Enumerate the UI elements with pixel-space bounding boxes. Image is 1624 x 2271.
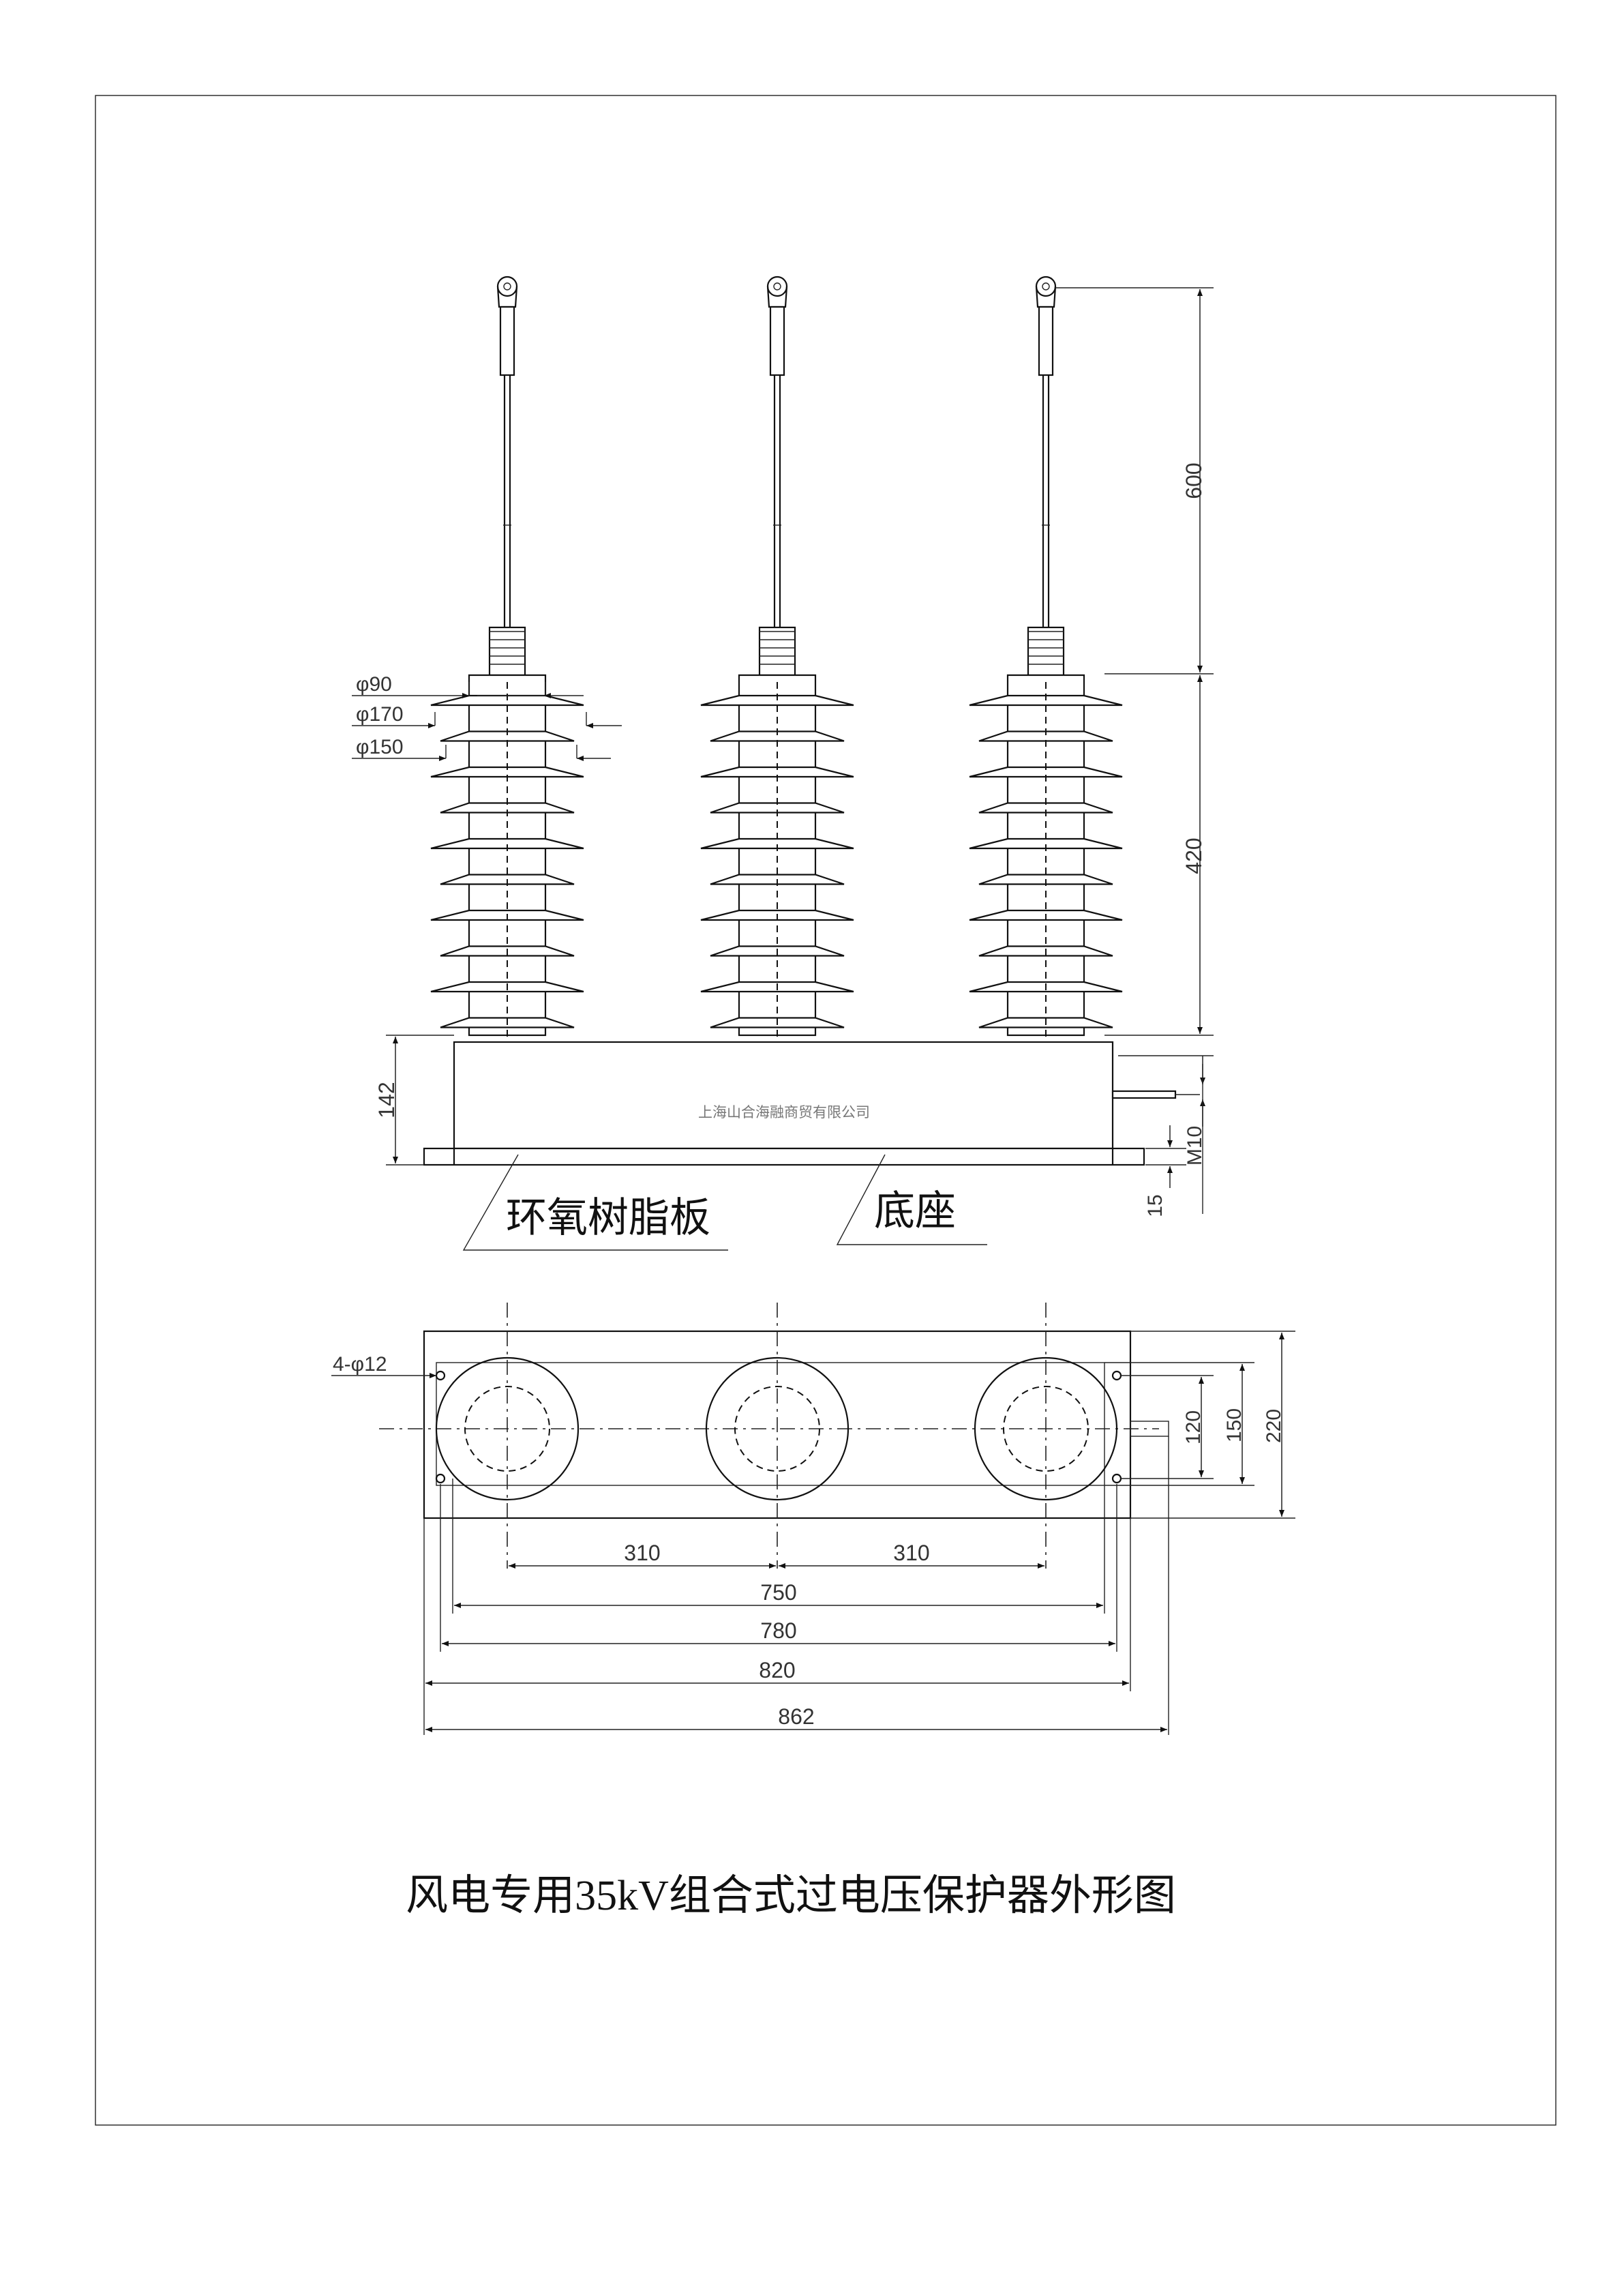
base-plate [423,1147,1145,1166]
insulator-shed [710,802,845,814]
arrester-2 [700,276,854,1037]
dim-h142: 142 [374,1082,399,1118]
base-height-dim: 142 [374,1035,454,1166]
dim-h15: 15 [1144,1194,1167,1217]
base-box [453,1041,1114,1150]
dim-d90: φ90 [356,673,392,696]
core-outline [1003,1386,1089,1472]
insulator-shed [440,802,575,814]
dim-d150: φ150 [356,736,404,758]
terminal-eye-hole [773,282,781,291]
insulator-shed [969,766,1123,778]
terminal-sleeve [499,306,515,376]
dim-holes: 4-φ12 [333,1353,387,1376]
base-leader [836,1154,987,1245]
terminal-sleeve [1038,306,1054,376]
terminal-eye-hole [1042,282,1050,291]
dim-m10: M10 [1184,1126,1206,1166]
front-view: 上海山合海融商贸有限公司 环氧树脂板 底座 φ90 φ170 φ150 [352,276,1214,1251]
dim-310-left: 310 [624,1541,660,1565]
core-outline [734,1386,820,1472]
epoxy-board-label: 环氧树脂板 [506,1195,710,1241]
plan-view: 4-φ12 120 150 220 310 310 750 [331,1303,1295,1735]
sheet-border [95,95,1557,2126]
mount-hole-tr [1111,1370,1122,1381]
dim-310-right: 310 [893,1541,929,1565]
dim-780: 780 [760,1618,796,1643]
arrester-1 [430,276,584,1037]
mount-hole-tl [435,1370,446,1381]
terminal-eye [1035,276,1057,297]
insulator-shed [700,837,854,850]
dim-d120: 120 [1182,1410,1205,1444]
plan-arrester-3 [974,1356,1118,1501]
plan-arrester-1 [435,1356,580,1501]
core-outline [464,1386,550,1472]
bushing-coil [758,626,796,677]
height-dims: 600 420 M10 15 [1055,287,1214,1217]
arrester-3 [969,276,1123,1037]
plan-arrester-2 [705,1356,849,1501]
insulator-shed [710,730,845,742]
terminal-sleeve [769,306,785,376]
dim-h600: 600 [1182,462,1206,499]
bushing-coil [488,626,526,677]
insulator-shed [440,730,575,742]
terminal-eye-hole [503,282,511,291]
dim-d150-plan: 150 [1223,1408,1246,1442]
insulator-shed [978,730,1113,742]
shed-outline [705,1356,849,1501]
watermark-text: 上海山合海融商贸有限公司 [698,1105,870,1120]
terminal-eye [766,276,788,297]
dim-750: 750 [760,1580,796,1605]
bushing-coil [1027,626,1065,677]
shed-outline [435,1356,580,1501]
dim-h420: 420 [1182,837,1206,874]
terminal-eye [496,276,518,297]
insulator-shed [430,837,584,850]
insulator-shed [700,766,854,778]
insulator-shed [430,766,584,778]
ground-terminal [1111,1090,1177,1099]
diameter-dims: φ90 φ170 φ150 [352,673,622,761]
shed-outline [974,1356,1118,1501]
dim-862: 862 [778,1704,814,1729]
drawing-title: 风电专用35kV组合式过电压保护器外形图 [406,1873,1176,1919]
dim-d170: φ170 [356,703,404,726]
dim-820: 820 [759,1658,795,1682]
box-outline [436,1362,1105,1486]
mount-hole-bl [435,1473,446,1484]
epoxy-board-leader [462,1154,728,1251]
dim-d220: 220 [1263,1409,1285,1443]
plan-terminal [1130,1421,1169,1437]
insulator-shed [969,837,1123,850]
insulator-shed [978,802,1113,814]
mount-hole-br [1111,1473,1122,1484]
base-label: 底座 [874,1188,956,1234]
